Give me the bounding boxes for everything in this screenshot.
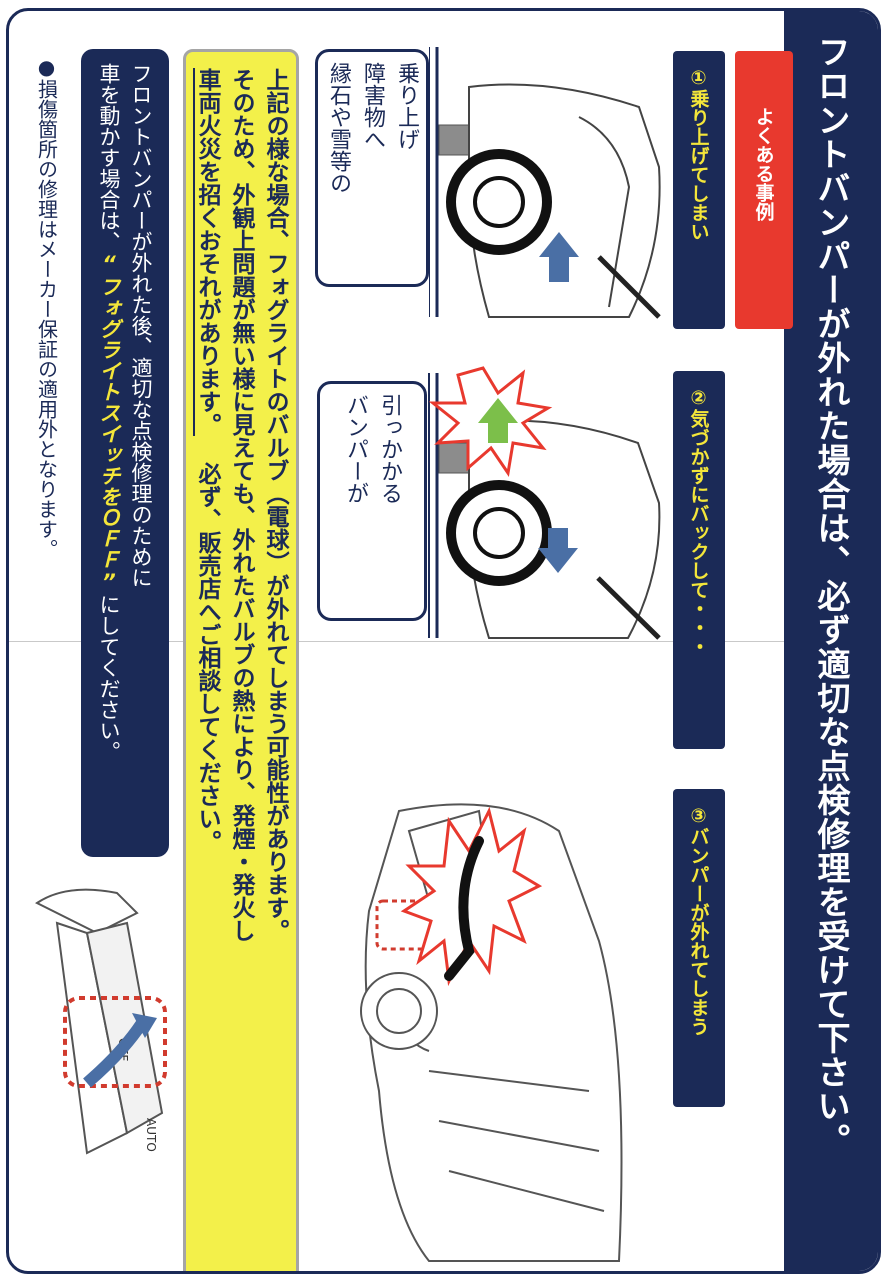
warning-line-3: 車両火災を招くおそれがあります。 bbox=[194, 68, 220, 436]
case-heading: よくある事例 bbox=[752, 107, 775, 221]
bubble-obstacle-line-2: 障害物へ bbox=[360, 62, 385, 150]
car-climbing-illustration bbox=[429, 47, 661, 319]
impact-burst-icon bbox=[400, 806, 543, 987]
warning-line-1: 上記の様な場合、フォグライトのバルブ（電球）が外れてしまう可能性があります。 bbox=[262, 68, 288, 942]
page-frame: フロントバンパーが外れた場合は、必ず適切な点検修理を受けて下さい。 よくある事例… bbox=[6, 8, 881, 1274]
bubble-obstacle: 縁石や雪等の 障害物へ 乗り上げ bbox=[315, 49, 429, 287]
step-3-label: ③バンパーが外れてしまう bbox=[687, 805, 710, 1036]
step-2-label: ②気づかずにバックして・・・ bbox=[687, 387, 710, 656]
case-heading-tag: よくある事例 bbox=[735, 51, 793, 329]
warning-text: 上記の様な場合、フォグライトのバルブ（電球）が外れてしまう可能性があります。 そ… bbox=[190, 68, 292, 1266]
warning-box: 上記の様な場合、フォグライトのバルブ（電球）が外れてしまう可能性があります。 そ… bbox=[183, 49, 299, 1271]
step-2-label-box: ②気づかずにバックして・・・ bbox=[673, 371, 725, 749]
step-1-label-box: ①乗り上げてしまい bbox=[673, 51, 725, 329]
bumper-detached-illustration bbox=[360, 803, 623, 1262]
fold-line bbox=[9, 641, 878, 642]
bubble-bumper-line-1: バンパーが bbox=[343, 394, 368, 504]
bubble-obstacle-line-1: 縁石や雪等の bbox=[326, 62, 351, 194]
footnote: ●損傷箇所の修理はメーカー保証の適用外となります。 bbox=[27, 55, 67, 635]
page-title: フロントバンパーが外れた場合は、必ず適切な点検修理を受けて下さい。 bbox=[812, 35, 851, 1157]
warning-line-3b: 必ず、販売店へご相談してください。 bbox=[194, 462, 220, 853]
fog-switch-illustration: OFF AUTO bbox=[35, 888, 167, 1155]
step-3-label-box: ③バンパーが外れてしまう bbox=[673, 789, 725, 1107]
rotate-arrow-icon bbox=[83, 1013, 157, 1088]
warning-line-2: そのため、外観上問題が無い様に見えても、外れたバルブの熱により、発煙・発火し bbox=[228, 68, 254, 942]
note-line-2a: 車を動かす場合は、 bbox=[97, 63, 121, 252]
note-line-2b: “フォグライトスイッチをＯＦＦ” bbox=[97, 252, 121, 594]
fog-switch-note-text: フロントバンパーが外れた後、適切な点検修理のために 車を動かす場合は、“フォグラ… bbox=[93, 63, 157, 843]
down-arrow-icon bbox=[538, 528, 578, 573]
bubble-bumper-line-2: 引っかかる bbox=[377, 394, 402, 504]
note-line-1: フロントバンパーが外れた後、適切な点検修理のために bbox=[129, 63, 153, 588]
title-bar: フロントバンパーが外れた場合は、必ず適切な点検修理を受けて下さい。 bbox=[784, 11, 878, 1271]
bubble-bumper-hook: バンパーが 引っかかる bbox=[317, 381, 427, 621]
switch-auto-label: AUTO bbox=[144, 1118, 158, 1152]
bumper-hooked-illustration bbox=[428, 366, 661, 640]
note-line-2c: にしてください。 bbox=[97, 594, 121, 762]
footnote-text: ●損傷箇所の修理はメーカー保証の適用外となります。 bbox=[34, 55, 59, 559]
bubble-obstacle-line-3: 乗り上げ bbox=[394, 62, 419, 150]
green-arrow-icon bbox=[478, 398, 518, 443]
step-1-label: ①乗り上げてしまい bbox=[687, 67, 710, 241]
fog-switch-note-box: フロントバンパーが外れた後、適切な点検修理のために 車を動かす場合は、“フォグラ… bbox=[81, 49, 169, 857]
up-arrow-icon bbox=[539, 232, 579, 282]
